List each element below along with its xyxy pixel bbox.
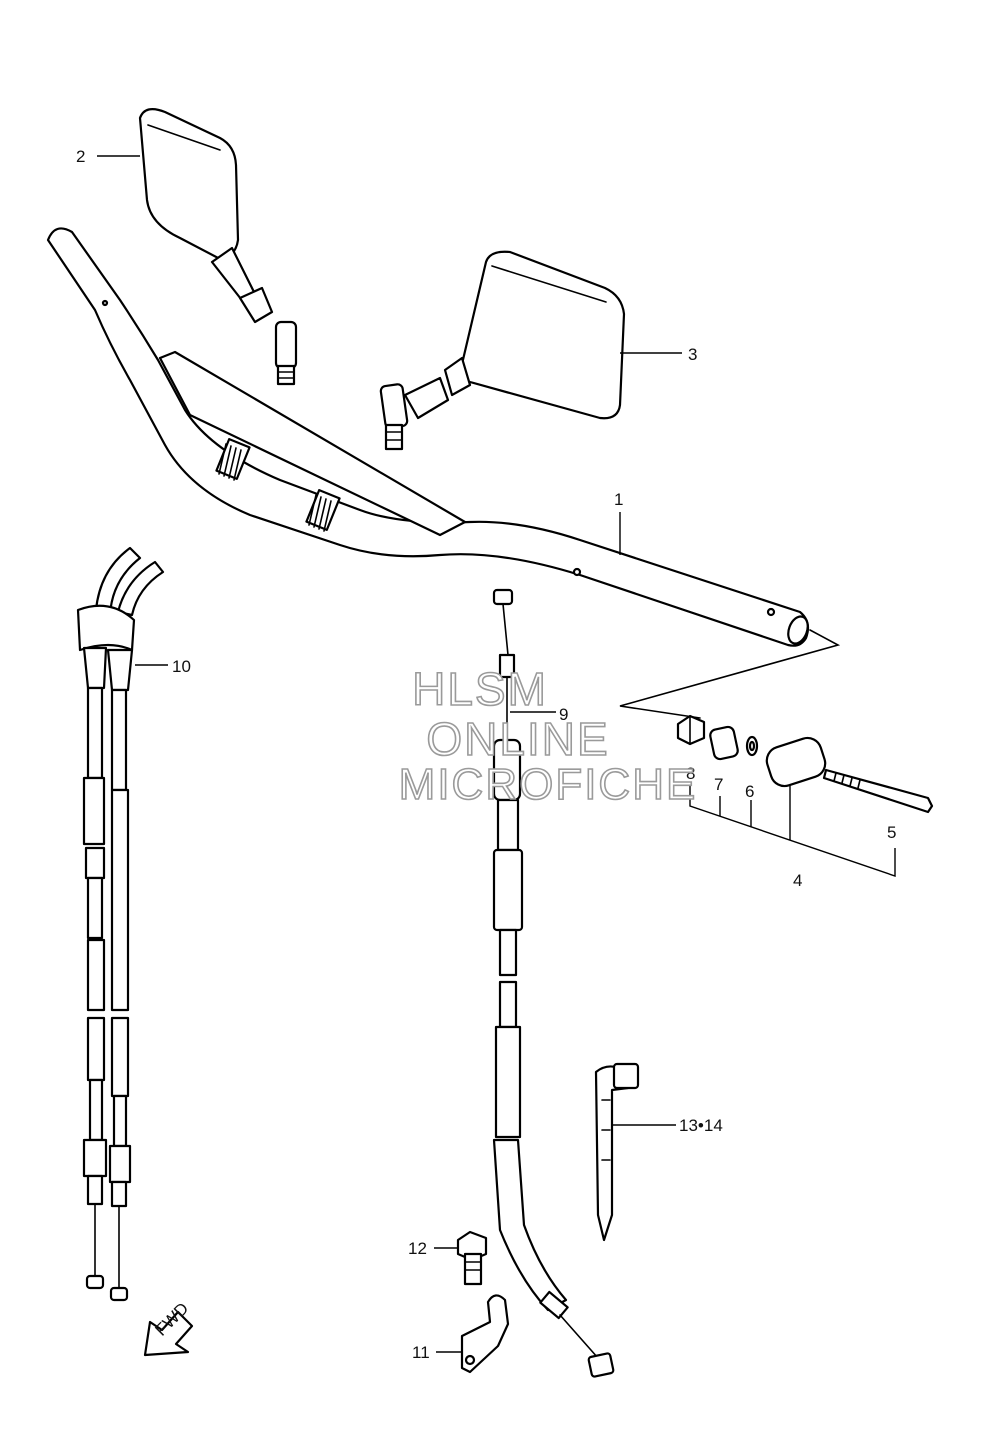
callout-7: 7: [714, 775, 723, 794]
callout-3: 3: [688, 345, 697, 364]
clutch-cable[interactable]: [492, 588, 615, 1378]
cable-tie[interactable]: [594, 1062, 640, 1242]
callout-2: 2: [76, 147, 85, 166]
callout-labels: 1 2 3 4 5 6 7 8 9 10 11 12 13•14: [76, 147, 896, 1362]
fwd-arrow-badge: FWD: [143, 1299, 194, 1357]
callout-1: 1: [614, 490, 623, 509]
mirror-right[interactable]: [379, 250, 626, 451]
callout-9: 9: [559, 705, 568, 724]
callout-12: 12: [408, 1239, 427, 1258]
watermark-line-3: MICROFICHE: [398, 759, 698, 810]
callout-11: 11: [412, 1343, 430, 1362]
callout-10: 10: [172, 657, 191, 676]
callout-5: 5: [887, 823, 896, 842]
mirror-left[interactable]: [138, 107, 298, 386]
balancer-weight[interactable]: [763, 734, 829, 789]
callout-6: 6: [745, 782, 754, 801]
balancer-collar[interactable]: [709, 725, 739, 761]
callout-13-14: 13•14: [679, 1116, 723, 1135]
throttle-cables[interactable]: [76, 546, 165, 1302]
clamp-bolt[interactable]: [456, 1230, 488, 1286]
watermark-line-1: HLSM: [411, 662, 548, 716]
knurled-grip-right: [305, 489, 341, 532]
balancer-nut[interactable]: [676, 714, 706, 746]
balancer-screw[interactable]: [822, 768, 934, 814]
handlebar[interactable]: [46, 227, 811, 647]
callout-4: 4: [793, 871, 802, 890]
leader-lines: [97, 155, 682, 1353]
knurled-grip-left: [215, 438, 251, 481]
watermark-line-2: ONLINE: [426, 712, 610, 766]
balancer-assembly[interactable]: [619, 629, 934, 877]
cable-clamp[interactable]: [460, 1294, 510, 1374]
callout-8: 8: [686, 764, 695, 783]
